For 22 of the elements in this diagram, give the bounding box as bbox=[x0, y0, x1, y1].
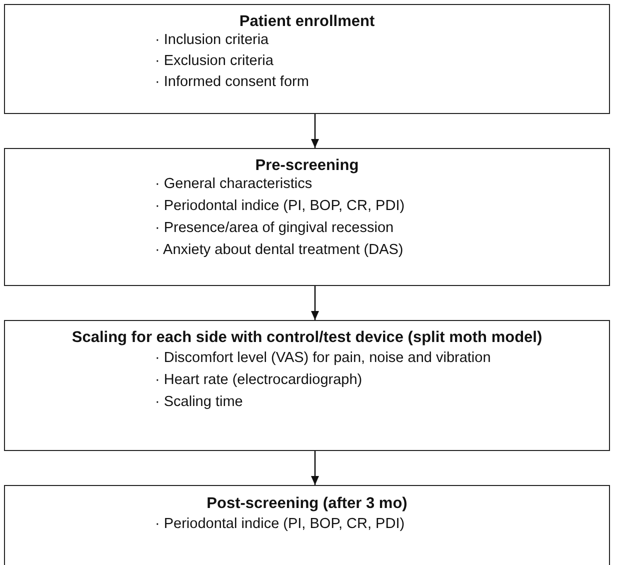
bullet-item: · Discomfort level (VAS) for pain, noise and vibration bbox=[155, 350, 491, 366]
heading: Post-screening (after 3 mo) bbox=[206, 495, 408, 513]
bullet-item: · Heart rate (electrocardiograph) bbox=[155, 372, 362, 388]
process-box bbox=[4, 4, 610, 114]
heading: Scaling for each side with control/test device (split moth model) bbox=[70, 329, 544, 347]
process-box bbox=[4, 148, 610, 286]
arrow bbox=[311, 114, 319, 148]
bullet-item: · Periodontal indice (PI, BOP, CR, PDI) bbox=[155, 516, 405, 532]
bullet-item: · General characteristics bbox=[155, 176, 312, 192]
heading: Pre-screening bbox=[254, 157, 360, 175]
arrow bbox=[311, 286, 319, 320]
process-box bbox=[4, 485, 610, 565]
bullet-item: · Scaling time bbox=[155, 394, 243, 410]
bullet-item: · Inclusion criteria bbox=[155, 32, 269, 48]
bullet-item: · Periodontal indice (PI, BOP, CR, PDI) bbox=[155, 198, 405, 214]
bullet-item: · Informed consent form bbox=[155, 74, 309, 90]
arrow bbox=[311, 451, 319, 485]
process-box bbox=[4, 320, 610, 451]
bullet-item: · Exclusion criteria bbox=[155, 53, 274, 69]
bullet-item: · Presence/area of gingival recession bbox=[155, 220, 394, 236]
heading: Patient enrollment bbox=[238, 13, 376, 31]
bullet-item: · Anxiety about dental treatment (DAS) bbox=[155, 242, 404, 258]
